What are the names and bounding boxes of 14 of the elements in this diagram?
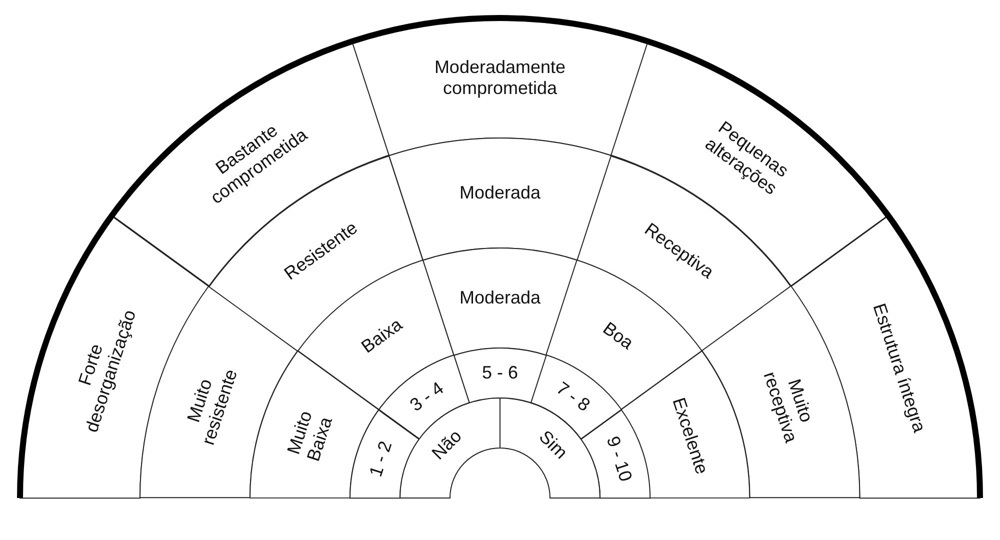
sector-label: Sim: [534, 426, 572, 465]
sector-label: 7 - 8: [552, 376, 596, 418]
sector-label: 9 - 10: [602, 433, 637, 486]
sector-label: 1 - 2: [364, 438, 397, 482]
sector-label: Estrutura íntegra: [868, 300, 932, 437]
sector-label: Boa: [598, 317, 638, 356]
sector-label: 3 - 4: [404, 376, 448, 418]
sector-label: Não: [426, 424, 466, 466]
sector-label: Moderadamente comprometida: [433, 57, 567, 99]
sector-label: Muito Baixa: [282, 408, 337, 466]
sector-label: Muito receptiva: [758, 368, 818, 447]
sector-label: 5 - 6: [480, 362, 519, 384]
sector-label: Moderada: [458, 182, 542, 204]
sector-label: Moderada: [458, 288, 542, 308]
